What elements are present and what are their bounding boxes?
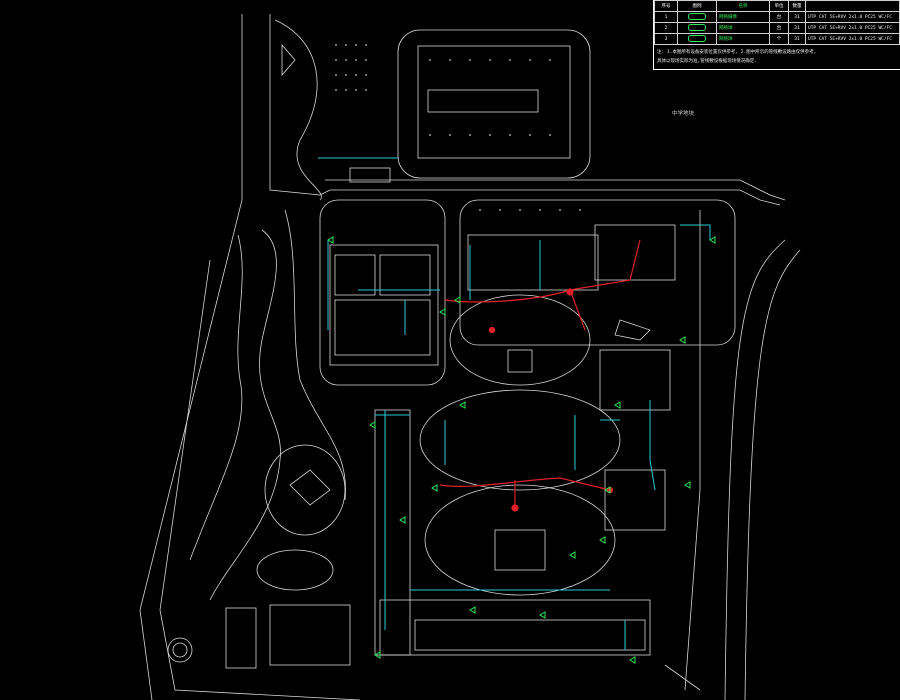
legend-header-spec: [805, 0, 900, 12]
legend-cell-unit: 台: [769, 22, 789, 34]
legend-table: 序号 图例 名称 单位 数量 1 网络摄像 台 31 UTP CAT 5E+RV…: [653, 0, 900, 70]
legend-cell-icon: [677, 11, 717, 23]
legend-cell-icon: [677, 22, 717, 34]
cyan-cable-runs: [318, 157, 711, 650]
legend-cell-spec: UTP CAT 5E+RVV 2x1.0 PC25 WC/FC: [805, 33, 900, 45]
table-row: 2 网络球 台 31 UTP CAT 5E+RVV 2x1.0 PC25 WC/…: [654, 22, 900, 34]
legend-cell-no: 1: [654, 11, 678, 23]
legend-cell-no: 2: [654, 22, 678, 34]
note-line-2: 具体以现场实际为准,管线敷设根据现场情况确定.: [657, 59, 757, 64]
device-symbols: [327, 236, 716, 664]
legend-cell-spec: UTP CAT 5E+RVV 2x1.0 PC25 WC/FC: [805, 11, 900, 23]
legend-cell-unit: 台: [769, 11, 789, 23]
note-line-1: 注: 1.本图所有设备安装位置仅供参考, 2.图中所示的管线敷设路由仅供参考,: [657, 50, 817, 55]
legend-header-qty: 数量: [788, 0, 806, 12]
site-boundary: [139, 14, 801, 700]
legend-cell-name: 网络摄像: [716, 11, 770, 23]
legend-header-icon: 图例: [677, 0, 717, 12]
legend-cell-no: 3: [654, 33, 678, 45]
legend-notes: 注: 1.本图所有设备安装位置仅供参考, 2.图中所示的管线敷设路由仅供参考, …: [654, 45, 900, 66]
legend-cell-name: 网络球: [716, 33, 770, 45]
legend-cell-icon: [677, 33, 717, 45]
device-icon: [688, 12, 706, 20]
tree-dots: [335, 44, 581, 211]
dome-icon: [688, 34, 706, 42]
legend-header-unit: 单位: [769, 0, 789, 12]
red-trunk-cable: [439, 239, 641, 512]
legend-cell-unit: 个: [769, 33, 789, 45]
legend-cell-qty: 31: [788, 33, 806, 45]
legend-cell-name: 网络球: [716, 22, 770, 34]
legend-header-no: 序号: [654, 0, 678, 12]
table-row: 3 网络球 个 31 UTP CAT 5E+RVV 2x1.0 PC25 WC/…: [654, 33, 900, 45]
site-label: 中学地块: [672, 111, 695, 117]
table-row: 1 网络摄像 台 31 UTP CAT 5E+RVV 2x1.0 PC25 WC…: [654, 11, 900, 23]
camera-icon: [688, 23, 706, 31]
legend-header-name: 名称: [716, 0, 770, 12]
legend-cell-spec: UTP CAT 5E+RVV 2x1.0 PC25 WC/FC: [805, 22, 900, 34]
legend-cell-qty: 31: [788, 11, 806, 23]
legend-cell-qty: 31: [788, 22, 806, 34]
